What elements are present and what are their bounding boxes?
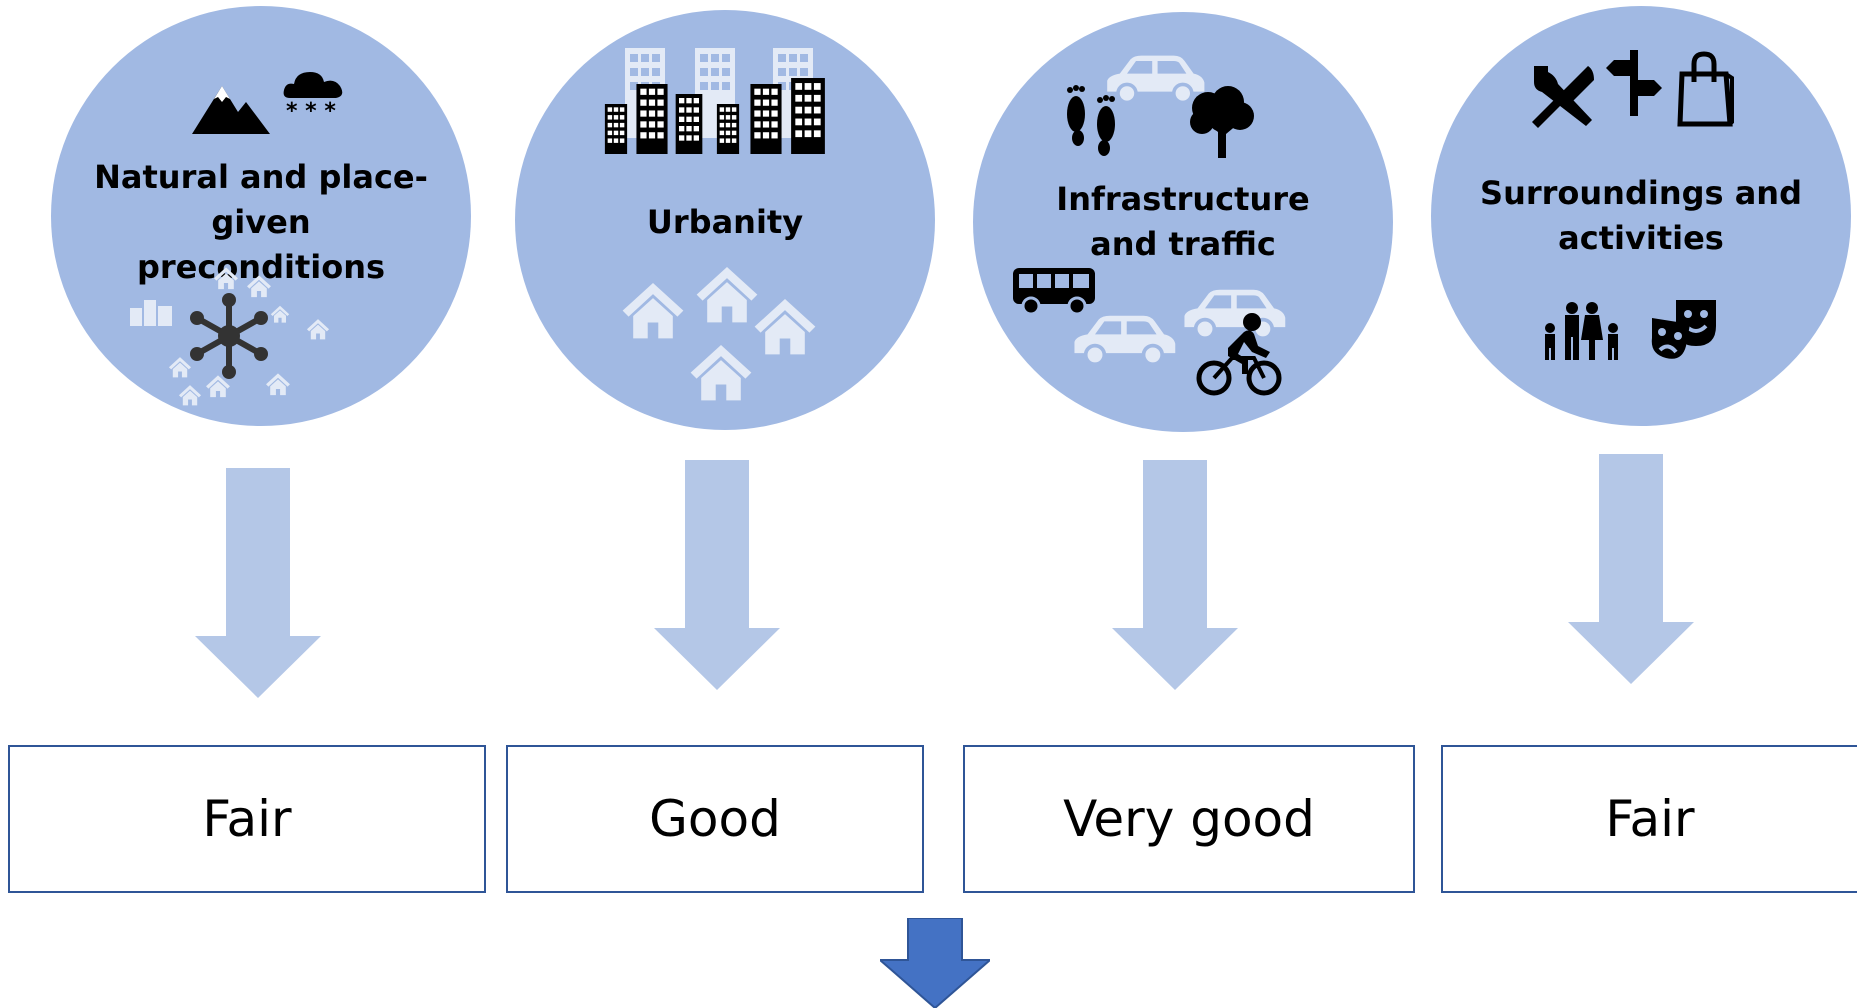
down-arrow bbox=[1568, 454, 1694, 684]
rating-value: Fair bbox=[1605, 790, 1695, 848]
house-icon bbox=[168, 356, 192, 378]
final-down-arrow bbox=[880, 918, 990, 1008]
theater-masks-icon bbox=[1651, 300, 1716, 359]
house-icon bbox=[178, 384, 202, 406]
category-title-urbanity: Urbanity bbox=[646, 203, 804, 241]
bus-icon bbox=[1013, 268, 1095, 316]
shopping-bag-icon bbox=[1677, 51, 1734, 127]
house-icon bbox=[246, 274, 272, 298]
house-icon bbox=[270, 305, 290, 323]
rating-box-urbanity: Good bbox=[506, 745, 924, 893]
down-arrow bbox=[654, 460, 780, 690]
car-icon bbox=[1066, 312, 1180, 368]
house-icon bbox=[752, 296, 818, 356]
signpost-icon bbox=[1606, 50, 1662, 116]
rating-box-infrastructure: Very good bbox=[963, 745, 1415, 893]
house-icon bbox=[694, 264, 760, 324]
category-title-surroundings: Surroundings and activities bbox=[1480, 174, 1802, 257]
category-title-natural: Natural and place-given preconditions bbox=[94, 158, 428, 286]
family-icon bbox=[1545, 302, 1618, 360]
mountain-icon bbox=[192, 86, 270, 134]
tree-icon bbox=[1190, 86, 1254, 158]
category-circle-surroundings bbox=[1431, 6, 1851, 426]
snow-cloud-icon: * * * bbox=[283, 72, 343, 120]
house-icon bbox=[620, 280, 686, 340]
house-icon bbox=[205, 374, 231, 398]
cyclist-icon bbox=[1196, 313, 1282, 396]
rating-box-natural: Fair bbox=[8, 745, 486, 893]
network-hub-icon bbox=[190, 293, 268, 379]
house-icon bbox=[265, 372, 291, 396]
svg-text:* * *: * * * bbox=[286, 99, 336, 120]
city-buildings-icon bbox=[604, 48, 825, 154]
house-icon bbox=[213, 266, 239, 290]
house-icon bbox=[688, 342, 754, 402]
city-icon bbox=[130, 300, 172, 326]
down-arrow bbox=[1112, 460, 1238, 690]
footprints-icon bbox=[1067, 85, 1115, 156]
rating-value: Good bbox=[649, 790, 781, 848]
category-title-infrastructure: Infrastructure and traffic bbox=[1056, 180, 1310, 263]
rating-value: Very good bbox=[1063, 790, 1315, 848]
rating-value: Fair bbox=[202, 790, 292, 848]
down-arrow bbox=[195, 468, 321, 698]
restaurant-icon bbox=[1532, 66, 1594, 128]
house-icon bbox=[306, 318, 330, 340]
rating-box-surroundings: Fair bbox=[1441, 745, 1857, 893]
